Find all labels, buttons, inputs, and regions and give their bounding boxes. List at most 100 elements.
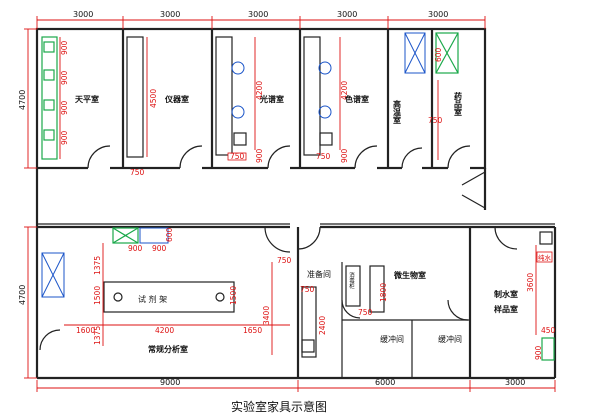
dim-tp-900-a: 900 [60,40,69,55]
fume-hood [404,32,426,74]
dim-ws-1800: 1800 [379,283,388,302]
dim-sp-900: 900 [340,148,349,163]
dim-top-3: 3000 [248,10,268,19]
gaowen-yaopin: 750 600 [404,32,459,160]
room-yiqi: 仪器室 [164,94,189,104]
dim-gp-4200: 4200 [255,81,264,100]
zhishui-furniture: 3600 450 900 [526,231,556,361]
cabinet-a [112,227,139,244]
reagent-rack [103,281,235,313]
gp-750-box [227,152,247,161]
reagent-cabinet-x2 [435,32,459,74]
dim-left-1: 4700 [18,90,27,110]
door-swing-10 [494,226,518,250]
dim-gw-600: 600 [434,47,443,62]
room-zhunbei: 准备间 [307,269,331,279]
cabinet-a-x2 [112,227,139,244]
guangpu-benches: 4200 750 900 [215,36,264,163]
dim-cg-900-a: 900 [128,244,143,253]
dim-left-2: 4700 [18,285,27,305]
pure-water-box [536,251,553,263]
dim-top-5: 3000 [428,10,448,19]
instrument-bench [126,36,144,158]
dim-zb-750-b: 750 [358,308,373,317]
chromato-fan-2 [318,105,332,119]
fume-hood-x2 [404,32,426,74]
dim-gp-900: 900 [255,148,264,163]
sepu-benches: 4200 750 900 [303,36,349,163]
balance-3 [43,99,55,111]
dim-gp-750: 750 [230,152,245,161]
bottom-dimensions: 9000 6000 3000 [36,378,556,392]
room-sepu: 色谱室 [345,94,369,104]
tianping-benches: 900 900 900 900 [41,36,69,160]
dim-top-2: 3000 [160,10,180,19]
reagent-cabinet [435,32,459,74]
dim-sp-4200: 4200 [340,81,349,100]
room-changgui: 常规分析室 [148,344,188,354]
room-gaowen: 高温室 [393,99,402,125]
lower-partitions [39,226,518,378]
outer-walls [35,27,557,380]
dim-cg-600: 600 [165,227,174,242]
balance-1 [43,41,55,53]
dim-bot-2: 6000 [375,378,395,387]
dim-zb-750-a: 750 [300,285,315,294]
dim-zs-3600: 3600 [526,273,535,292]
balance-bench [41,36,58,160]
spectro-fan-2 [231,105,245,119]
room-weishengwu: 微生物室 [393,270,426,280]
dim-yq-4500: 4500 [149,89,158,108]
door-swing-12 [341,299,361,319]
dim-top-4: 3000 [337,10,357,19]
chromato-fan-1 [318,61,332,75]
dim-gw-750: 750 [428,116,443,125]
balance-2 [43,69,55,81]
spectro-sink [233,132,247,146]
dim-bot-1: 9000 [160,378,180,387]
disinfect-label: 消毒柜 [348,271,355,290]
rack-fix-2 [215,292,225,302]
dim-cg-1600: 1600 [76,326,95,335]
room-huanchong-2: 缓冲间 [438,334,462,344]
spectro-bench [215,36,233,156]
door-gap-5 [402,164,422,170]
dim-cg-3400: 3400 [262,306,271,325]
zhunbei-weishengwu: 750 750 2400 1800 [300,265,388,358]
water-sink [539,231,553,245]
door-swing-1 [87,145,111,169]
changgui-furniture: 900 900 600 1375 1500 1500 1375 1600 420… [41,227,292,355]
drawing-caption: 实验室家具示意图 [231,399,327,414]
top-block-outline [35,27,487,170]
room-yangpin: 样品室 [494,304,518,314]
reagent-rack-label: 试 剂 架 [138,294,167,304]
sink-bench [139,227,169,244]
dim-cg-1500-b: 1500 [229,286,238,305]
fume-hood-2 [41,252,65,298]
dim-cg-1650: 1650 [243,326,262,335]
disinfect-cabinet [345,265,361,307]
chromato-sink [319,132,333,146]
room-huanchong-1: 缓冲间 [380,334,404,344]
rack-fix-1 [113,292,123,302]
dim-cg-1375-b: 1375 [93,326,102,345]
dim-corridor-750: 750 [130,168,145,177]
door-swing-8 [297,226,321,250]
dim-zs-900: 900 [534,345,543,360]
pure-water-label: 纯水 [538,253,552,262]
door-gap-4 [355,164,377,170]
fume-hood-2-x2 [41,252,65,298]
dim-cg-4200: 4200 [155,326,174,335]
yiqi-bench: 4500 [126,36,158,158]
door-gap-6 [448,164,470,170]
dim-cg-1375-a: 1375 [93,256,102,275]
spectro-fan-1 [231,61,245,75]
chromato-bench [303,36,321,156]
door-swing-7 [264,226,291,253]
door-swing-11 [447,299,469,321]
corridor-dim: 750 [130,168,145,177]
dim-tp-900-b: 900 [60,70,69,85]
dim-zs-450: 450 [541,326,556,335]
sample-cabinet [541,337,555,361]
